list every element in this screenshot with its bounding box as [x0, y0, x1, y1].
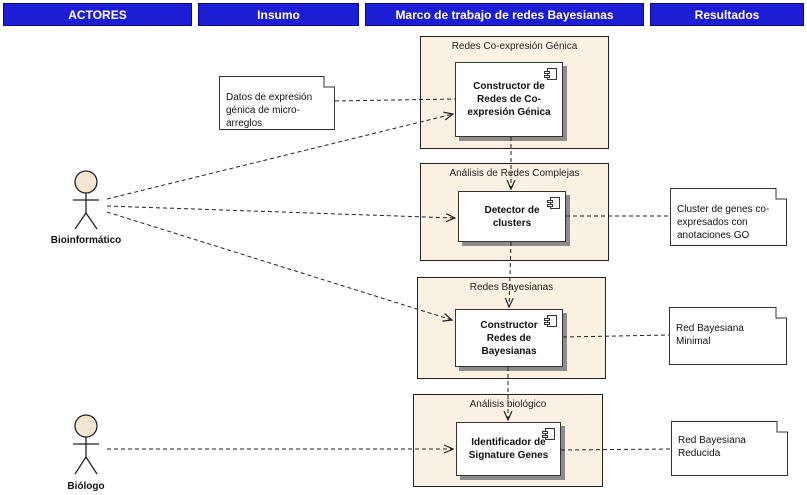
note-datos-expresion[interactable]: Datos de expresión génica de micro-arreg…	[219, 76, 335, 130]
actor-biologo[interactable]: Biólogo	[67, 481, 105, 492]
note-text: Red Bayesiana Reducida	[678, 435, 746, 459]
component-icon	[542, 428, 555, 440]
connector-identificador-reducida	[560, 448, 672, 451]
connector-datos-constructor	[334, 98, 456, 102]
connector-bio-bayes	[106, 211, 452, 320]
note-fold-icon	[323, 76, 788, 433]
note-cluster-genes[interactable]: Cluster de genes co-expresados con anota…	[670, 188, 787, 246]
actor-bioinformatico[interactable]: Bioinformático	[50, 235, 122, 246]
connector-detector-bayes	[509, 241, 511, 307]
connector-bio-detector	[106, 205, 455, 218]
header-insumo: Insumo	[198, 3, 359, 26]
package-title: Análisis de Redes Complejas	[449, 168, 580, 179]
component-icon	[544, 315, 557, 327]
component-label: Constructor de Redes de Co-expresión Gén…	[467, 81, 551, 118]
component-icon	[544, 68, 557, 80]
header-marco: Marco de trabajo de redes Bayesianas	[365, 3, 644, 26]
header-actores: ACTORES	[3, 3, 192, 26]
package-title: Redes Co-expresión Génica	[451, 41, 578, 52]
note-text: Red Bayesiana Minimal	[676, 323, 744, 347]
actor-icon	[73, 414, 99, 475]
connector-bayes-minimal	[562, 334, 670, 338]
package-title: Redes Bayesianas	[469, 282, 554, 293]
component-icon	[547, 197, 560, 209]
component-constructor-coexpresion[interactable]: Constructor de Redes de Co-expresión Gén…	[455, 62, 563, 137]
component-constructor-bayesianas[interactable]: Constructor Redes de Bayesianas	[455, 309, 563, 367]
component-label: Identificador de Signature Genes	[468, 437, 549, 461]
component-label: Constructor Redes de Bayesianas	[480, 319, 538, 357]
actor-icon	[73, 170, 99, 230]
component-identificador-signature[interactable]: Identificador de Signature Genes	[456, 422, 561, 476]
note-red-minimal[interactable]: Red Bayesiana Minimal	[669, 307, 787, 365]
note-red-reducida[interactable]: Red Bayesiana Reducida	[671, 421, 788, 476]
component-detector-clusters[interactable]: Detector de clusters	[458, 191, 566, 242]
connector-bio-coexp	[106, 114, 453, 200]
note-text: Datos de expresión génica de micro-arreg…	[226, 92, 313, 129]
header-resultados: Resultados	[650, 3, 804, 26]
component-label: Detector de clusters	[484, 204, 540, 229]
note-text: Cluster de genes co-expresados con anota…	[677, 204, 770, 241]
